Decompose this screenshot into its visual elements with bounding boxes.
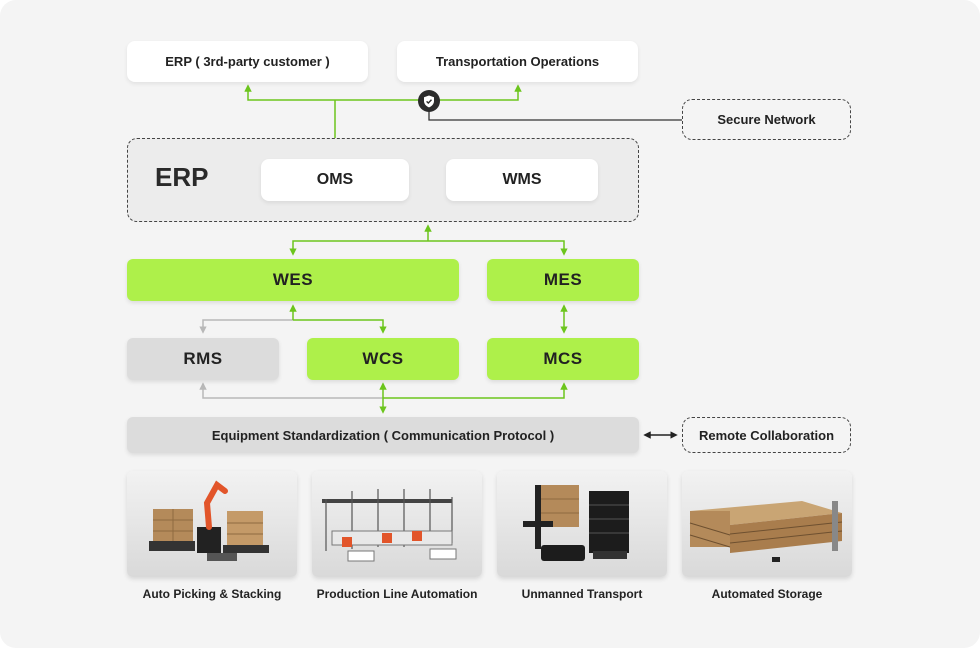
mes-node: MES [487,259,639,301]
wes-rms-line [199,319,293,334]
secure-network-label: Secure Network [717,112,816,127]
erp-wes-mes-line [289,240,568,256]
wes-wcs-line [293,319,387,334]
transportation-node: Transportation Operations [397,41,638,82]
automated-storage-caption: Automated Storage [711,587,823,601]
transportation-label: Transportation Operations [435,54,600,69]
mcs-bottom-line [383,382,568,399]
erp-group-title: ERP [155,162,209,192]
oms-node: OMS [261,159,409,201]
wcs-node: WCS [307,338,459,380]
remote-collaboration-label: Remote Collaboration [698,427,835,443]
erp-customer-label: ERP ( 3rd-party customer ) [165,54,330,69]
rms-label: RMS [183,349,223,368]
wcs-label: WCS [362,349,404,368]
rms-bottom-line [199,382,383,399]
auto-picking-image [127,471,297,577]
secure-network-line [428,110,682,121]
oms-label: OMS [316,171,354,188]
erp-customer-node: ERP ( 3rd-party customer ) [127,41,368,82]
auto-picking-caption: Auto Picking & Stacking [142,587,282,601]
rms-node: RMS [127,338,279,380]
equipment-label: Equipment Standardization ( Communicatio… [211,427,555,443]
secure-network-node: Secure Network [682,99,851,140]
wes-label: WES [272,270,314,289]
equipment-standardization-node: Equipment Standardization ( Communicatio… [127,417,639,453]
mcs-node: MCS [487,338,639,380]
unmanned-transport-caption: Unmanned Transport [521,587,643,601]
unmanned-transport-image [497,471,667,577]
wms-label: WMS [502,171,542,188]
wms-node: WMS [446,159,598,201]
remote-collaboration-node: Remote Collaboration [682,417,851,453]
mes-label: MES [543,270,583,289]
shield-check-icon [418,90,440,112]
production-line-caption: Production Line Automation [316,587,478,601]
mcs-label: MCS [543,349,583,368]
top-split-line [244,84,522,101]
wes-node: WES [127,259,459,301]
production-line-image [312,471,482,577]
automated-storage-image [682,471,852,577]
